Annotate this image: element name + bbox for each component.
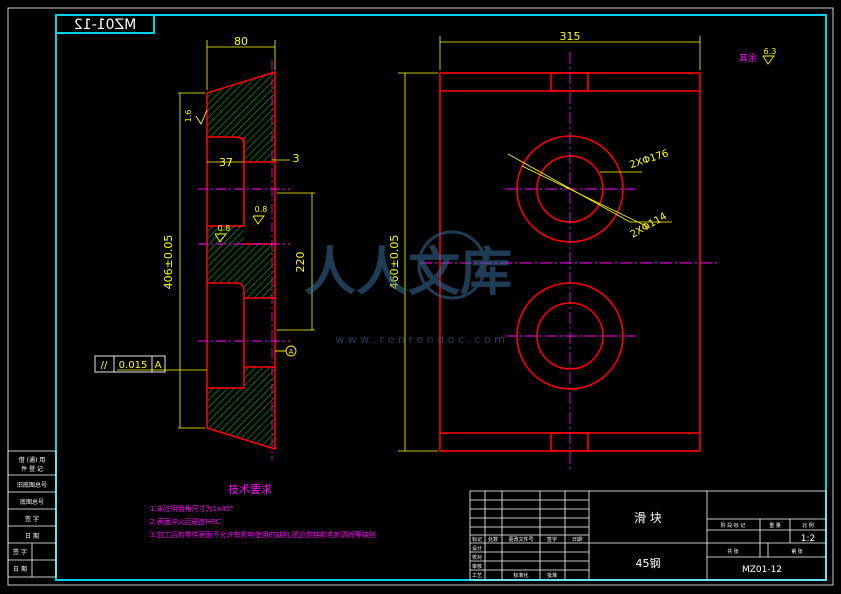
drawing-code: MZ01-12 — [742, 565, 782, 575]
svg-text:重 量: 重 量 — [769, 522, 781, 529]
svg-text:6.3: 6.3 — [764, 47, 777, 56]
dim-hole-inner: 2XΦ114 — [629, 211, 669, 241]
technical-notes: 技术要求 1.未注明倒角尺寸为1x45° 2.表面淬火后硬度HRC 3.加工后的… — [150, 483, 376, 539]
svg-text:工艺: 工艺 — [472, 573, 482, 579]
svg-text:更改文件号: 更改文件号 — [508, 536, 533, 543]
svg-text:阶 段 标 记: 阶 段 标 记 — [721, 522, 746, 529]
svg-text:A: A — [155, 360, 162, 371]
part-name: 滑 块 — [634, 511, 662, 525]
note-2: 2.表面淬火后硬度HRC — [150, 517, 220, 526]
svg-text:其余: 其余 — [739, 52, 757, 64]
part-material: 45钢 — [636, 557, 661, 570]
svg-text:旧底图总号: 旧底图总号 — [17, 481, 47, 489]
dim-hole-outer: 2XΦ176 — [628, 148, 670, 171]
svg-text:比 例: 比 例 — [802, 522, 814, 529]
inner-border — [55, 14, 827, 581]
code-box — [55, 14, 155, 34]
svg-text:0.8: 0.8 — [255, 205, 268, 214]
left-strip — [7, 450, 57, 578]
watermark-text: 人人文库 — [304, 243, 512, 303]
svg-text:标准化: 标准化 — [513, 572, 528, 579]
watermark: 人人文库 w w w . r e n r e n d o c . c o m — [304, 230, 512, 346]
svg-text:设计: 设计 — [472, 545, 482, 552]
svg-text:标记: 标记 — [472, 536, 482, 543]
svg-text:校对: 校对 — [472, 554, 482, 561]
dim-side-bore: 220 — [294, 252, 307, 273]
svg-text:件 登 记: 件 登 记 — [21, 465, 43, 473]
dim-side-width: 80 — [234, 35, 248, 48]
svg-text:共 张: 共 张 — [727, 548, 739, 555]
svg-text:A: A — [289, 348, 294, 356]
title-block — [469, 490, 827, 581]
svg-text:借 (通) 用: 借 (通) 用 — [19, 456, 46, 464]
svg-text:0.015: 0.015 — [119, 360, 148, 371]
svg-text:日期: 日期 — [572, 537, 582, 543]
dim-side-step: 37 — [219, 156, 233, 169]
roughness-general: 其余 6.3 — [739, 47, 777, 65]
svg-text:签字: 签字 — [547, 536, 557, 543]
note-3: 3.加工后的零件表面不允许有影响使用的缺陷,锐边倒钝和毛刺清除等缺陷 — [150, 530, 376, 539]
drawing-scale: 1:2 — [801, 534, 815, 544]
svg-text:第 张: 第 张 — [791, 548, 803, 555]
svg-text:底图总号: 底图总号 — [20, 498, 44, 506]
side-view — [198, 60, 290, 460]
svg-text://: // — [101, 360, 108, 371]
svg-text:审核: 审核 — [472, 563, 482, 570]
roughness-mark-2: 0.8 — [214, 224, 231, 243]
dim-front-height: 460±0.05 — [388, 235, 401, 290]
svg-text:日 期: 日 期 — [25, 532, 39, 540]
svg-text:1.6: 1.6 — [184, 110, 193, 123]
tolerance-frame: // 0.015 A — [94, 355, 166, 373]
side-dimensions — [117, 40, 315, 429]
svg-text:批准: 批准 — [547, 572, 557, 579]
dim-side-small: 3 — [293, 152, 300, 165]
svg-text:签 字: 签 字 — [25, 515, 39, 523]
svg-text:处数: 处数 — [488, 536, 498, 543]
notes-title: 技术要求 — [228, 483, 272, 496]
drawing-code-mirrored: MZ01-12 — [74, 17, 136, 33]
roughness-mark-1: 1.6 — [184, 110, 208, 125]
watermark-url: w w w . r e n r e n d o c . c o m — [335, 333, 505, 346]
front-dimensions — [398, 36, 701, 452]
svg-text:0.8: 0.8 — [218, 224, 231, 233]
note-1: 1.未注明倒角尺寸为1x45° — [150, 504, 234, 513]
dim-front-width: 315 — [560, 30, 581, 43]
datum-marker: A — [275, 345, 297, 357]
svg-text:签 字: 签 字 — [13, 548, 27, 556]
dim-side-height: 406±0.05 — [162, 235, 175, 290]
roughness-mark-3: 0.8 — [252, 205, 268, 225]
outer-border — [7, 7, 834, 586]
svg-text:日 期: 日 期 — [13, 565, 27, 573]
